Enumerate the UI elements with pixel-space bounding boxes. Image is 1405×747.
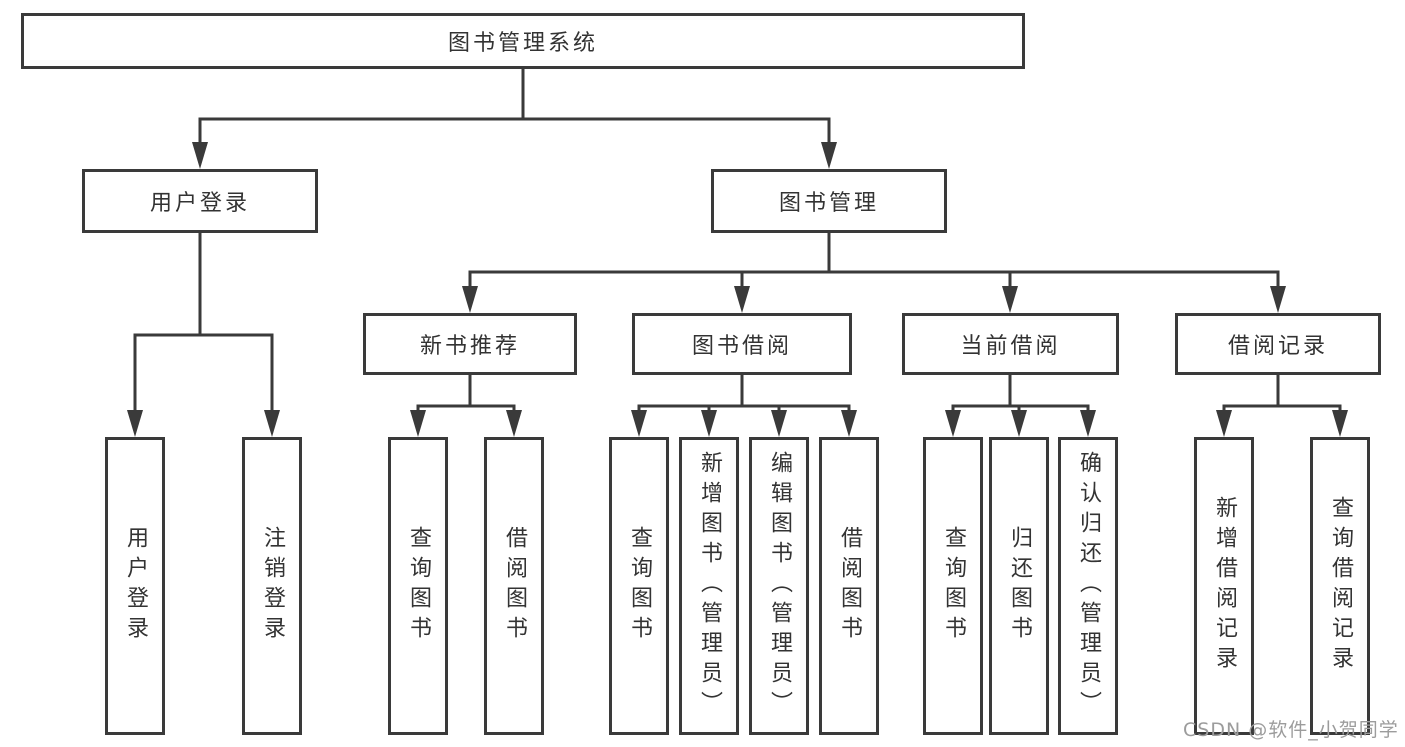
arrowhead-icon bbox=[631, 410, 647, 437]
arrowhead-icon bbox=[462, 286, 478, 313]
arrowhead-icon bbox=[1332, 410, 1348, 437]
node-current-borrow: 当前借阅 bbox=[902, 313, 1119, 375]
node-leaf-query-books-current: 查询图书 bbox=[923, 437, 983, 735]
node-leaf-return-book: 归还图书 bbox=[989, 437, 1049, 735]
node-leaf-query-borrow-record: 查询借阅记录 bbox=[1310, 437, 1370, 735]
arrowhead-icon bbox=[1002, 286, 1018, 313]
node-leaf-logout: 注销登录 bbox=[242, 437, 302, 735]
node-leaf-query-books-borrow: 查询图书 bbox=[609, 437, 669, 735]
arrowhead-icon bbox=[841, 410, 857, 437]
node-leaf-user-login: 用户登录 bbox=[105, 437, 165, 735]
node-leaf-confirm-return-admin: 确认归还（管理员） bbox=[1058, 437, 1118, 735]
arrowhead-icon bbox=[1080, 410, 1096, 437]
node-new-book-recommend: 新书推荐 bbox=[363, 313, 577, 375]
node-book-borrow: 图书借阅 bbox=[632, 313, 852, 375]
node-library-system: 图书管理系统 bbox=[21, 13, 1025, 69]
csdn-watermark: CSDN @软件_小贺同学 bbox=[1183, 719, 1399, 741]
arrowhead-icon bbox=[701, 410, 717, 437]
node-leaf-borrow-books-newbook: 借阅图书 bbox=[484, 437, 544, 735]
node-borrow-records: 借阅记录 bbox=[1175, 313, 1381, 375]
node-user-login: 用户登录 bbox=[82, 169, 318, 233]
arrowhead-icon bbox=[1270, 286, 1286, 313]
node-leaf-borrow-books-borrow: 借阅图书 bbox=[819, 437, 879, 735]
node-leaf-query-books-newbook: 查询图书 bbox=[388, 437, 448, 735]
arrowhead-icon bbox=[410, 410, 426, 437]
node-leaf-add-book-admin: 新增图书（管理员） bbox=[679, 437, 739, 735]
arrowhead-icon bbox=[1011, 410, 1027, 437]
arrowhead-icon bbox=[771, 410, 787, 437]
arrowhead-icon bbox=[734, 286, 750, 313]
arrowhead-icon bbox=[264, 410, 280, 437]
arrowhead-icon bbox=[1216, 410, 1232, 437]
node-leaf-add-borrow-record: 新增借阅记录 bbox=[1194, 437, 1254, 735]
arrowhead-icon bbox=[127, 410, 143, 437]
arrowhead-icon bbox=[192, 142, 208, 169]
arrowhead-icon bbox=[945, 410, 961, 437]
node-book-management: 图书管理 bbox=[711, 169, 947, 233]
node-leaf-edit-book-admin: 编辑图书（管理员） bbox=[749, 437, 809, 735]
arrowhead-icon bbox=[821, 142, 837, 169]
arrowhead-icon bbox=[506, 410, 522, 437]
